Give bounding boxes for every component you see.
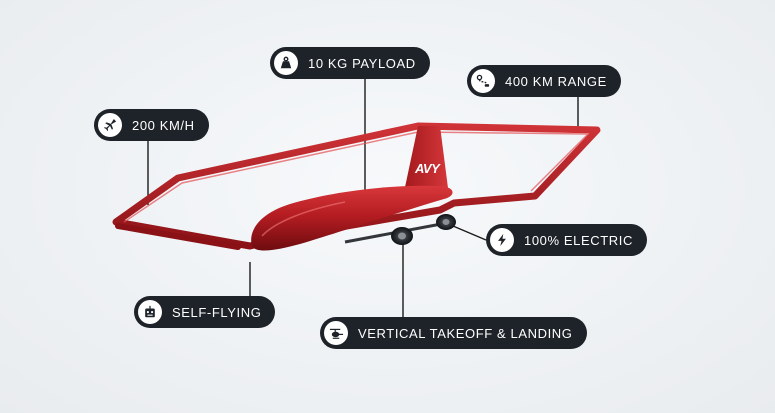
weight-icon	[274, 51, 298, 75]
robot-icon	[138, 300, 162, 324]
drone-fuselage	[251, 185, 453, 251]
airplane-icon	[98, 113, 122, 137]
helicopter-icon	[324, 321, 348, 345]
lightning-icon	[490, 228, 514, 252]
feature-pill-payload: 10 KG PAYLOAD	[270, 47, 430, 79]
feature-pill-vtol: VERTICAL TAKEOFF & LANDING	[320, 317, 587, 349]
drone-rotors	[391, 214, 456, 245]
feature-label: VERTICAL TAKEOFF & LANDING	[358, 325, 573, 341]
feature-label: SELF-FLYING	[172, 304, 262, 320]
drone-tail-fin	[404, 126, 448, 192]
feature-pill-autonomy: SELF-FLYING	[134, 296, 276, 328]
feature-pill-electric: 100% ELECTRIC	[486, 224, 647, 256]
feature-label: 10 KG PAYLOAD	[308, 55, 416, 71]
brand-logo: AVY	[414, 161, 441, 176]
route-icon	[471, 69, 495, 93]
feature-label: 200 KM/H	[132, 117, 195, 133]
feature-pill-speed: 200 KM/H	[94, 109, 209, 141]
feature-label: 400 KM RANGE	[505, 73, 607, 89]
feature-pill-range: 400 KM RANGE	[467, 65, 621, 97]
feature-label: 100% ELECTRIC	[524, 232, 633, 248]
